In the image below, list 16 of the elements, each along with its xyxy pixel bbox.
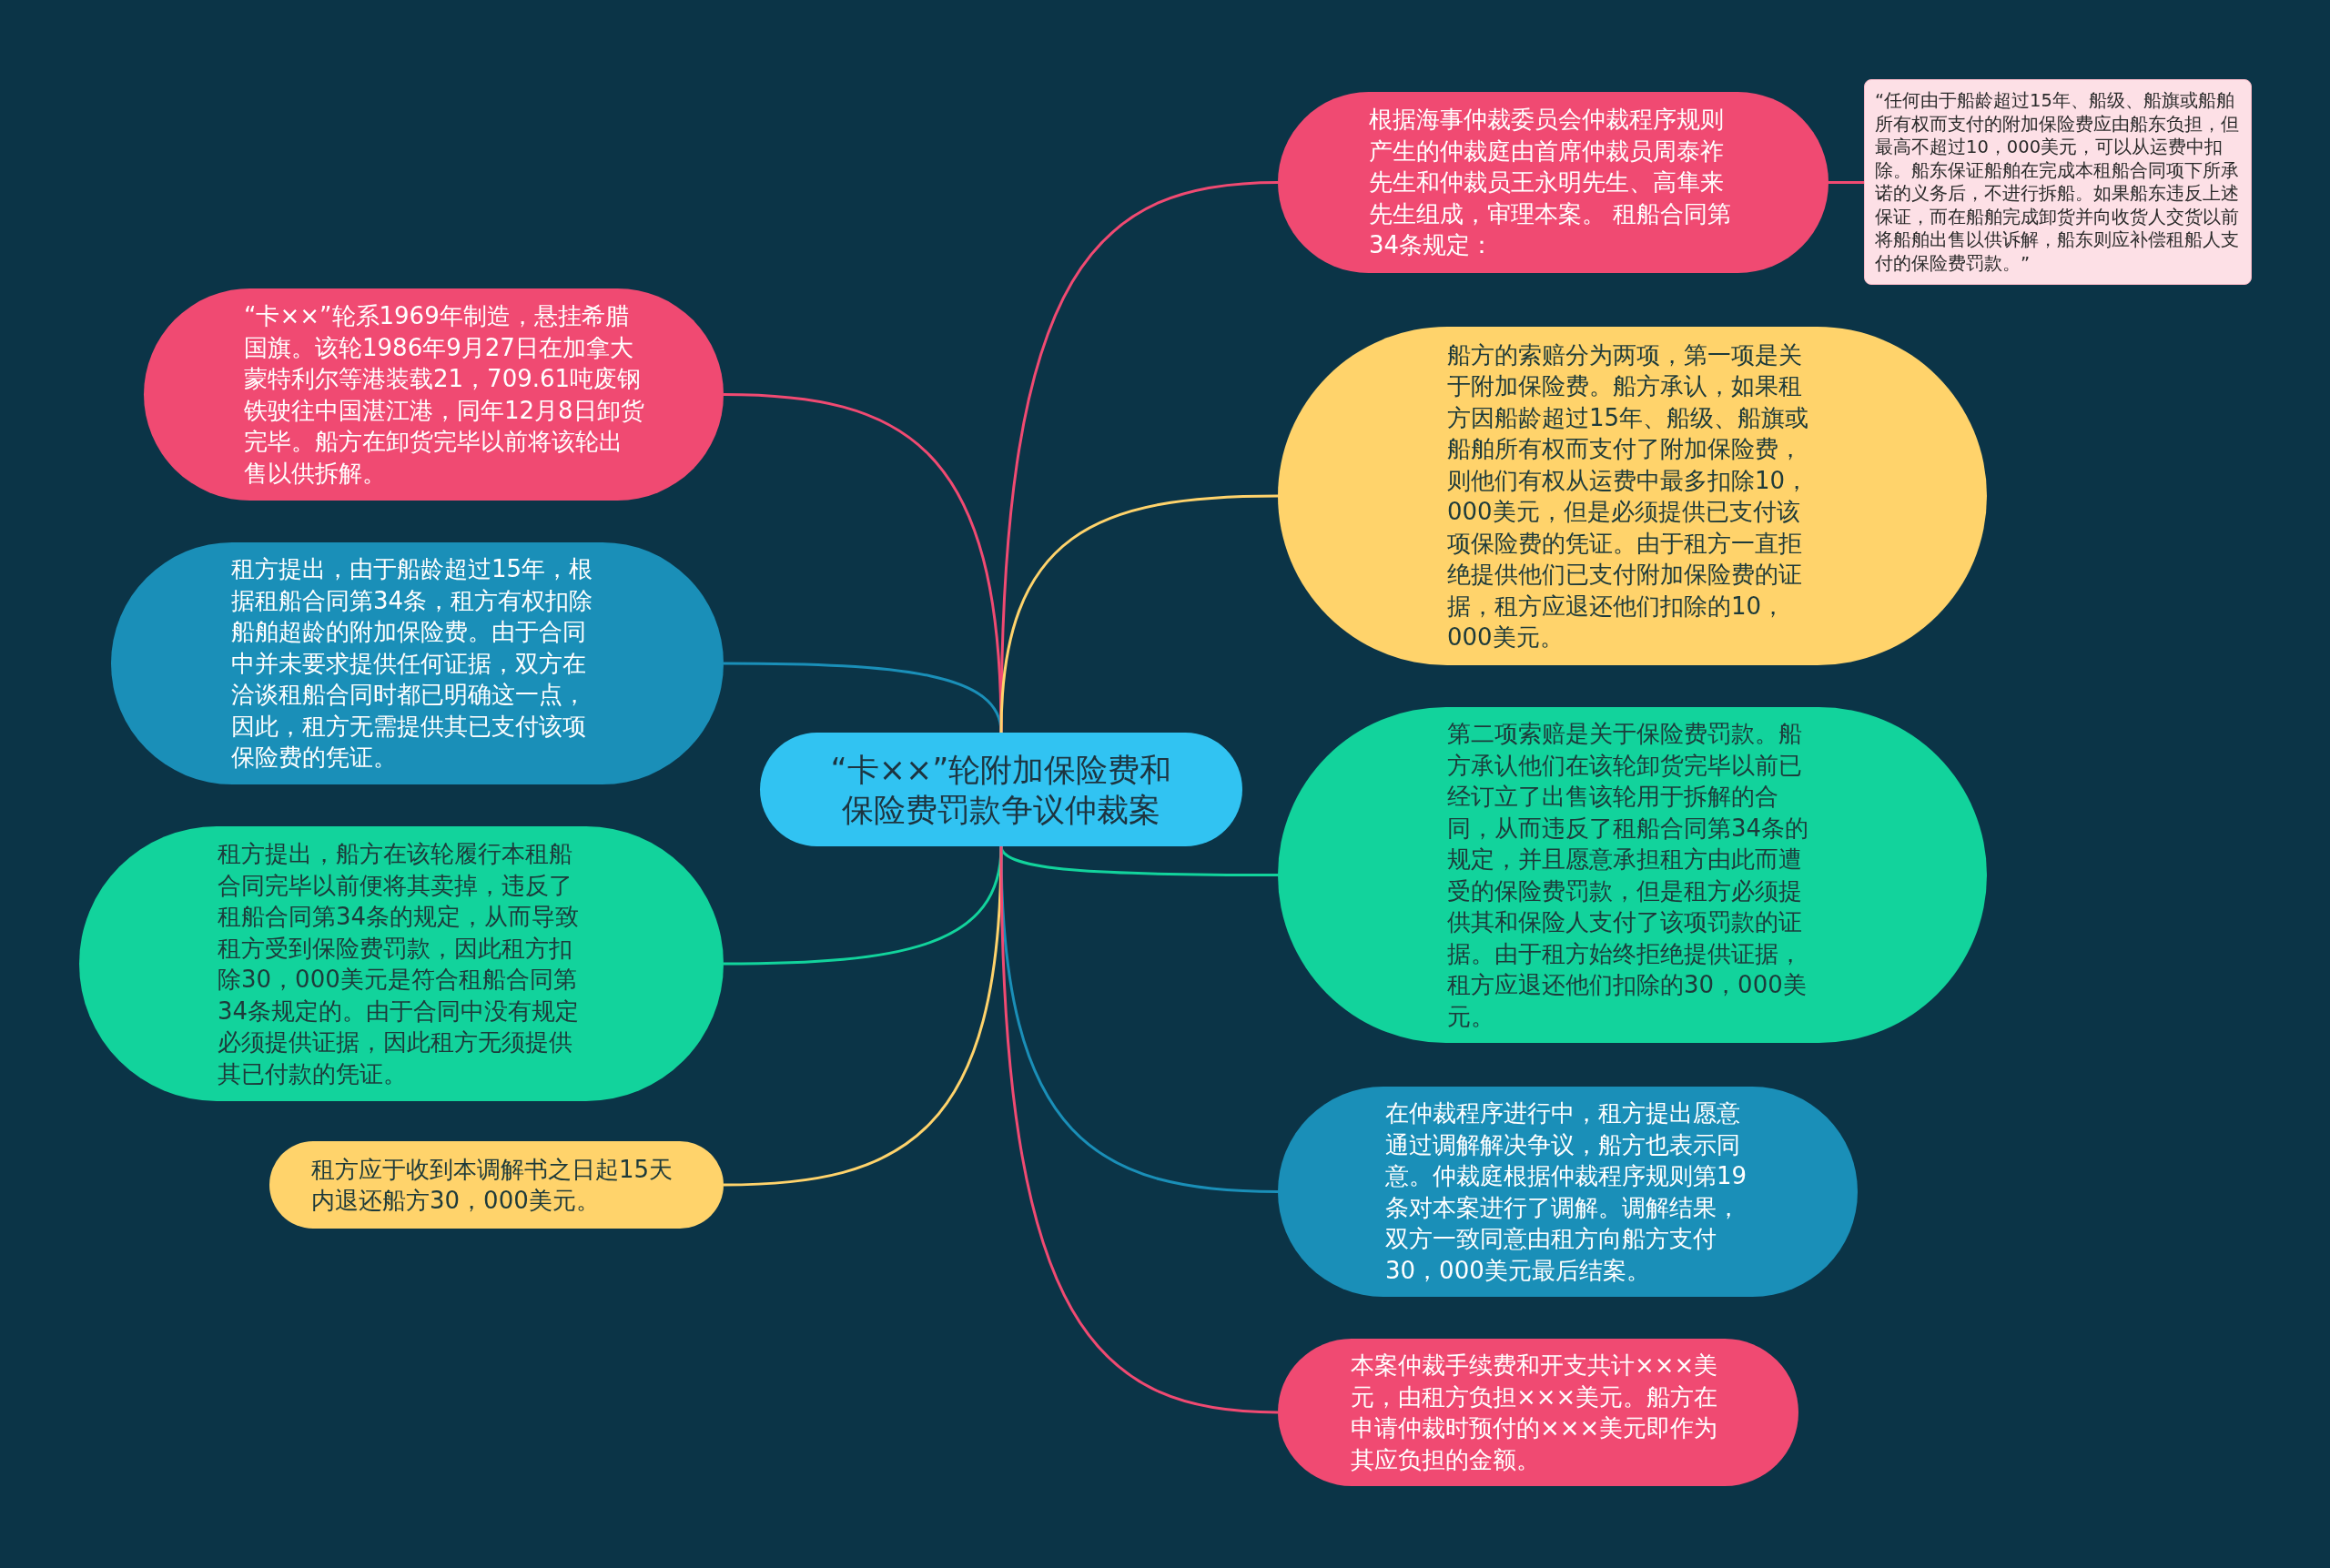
topic-bubble: “卡××”轮系1969年制造，悬挂希腊国旗。该轮1986年9月27日在加拿大蒙特利尔等港装载21，709.61吨废钢铁驶往中国湛江港，同年12月8日卸货完毕。船方在卸货完毕以前将该轮出售以供拆解。 (144, 288, 724, 501)
topic-bubble: 租方提出，由于船龄超过15年，根据租船合同第34条，租方有权扣除船舶超龄的附加保险费。由于合同中并未要求提供任何证据，双方在洽谈租船合同时都已明确这一点，因此，租方无需提供其已支付该项保险费的凭证。 (111, 542, 724, 784)
topic-bubble: 船方的索赔分为两项，第一项是关于附加保险费。船方承认，如果租方因船龄超过15年、船级、船旗或船舶所有权而支付了附加保险费，则他们有权从运费中最多扣除10，000美元，但是必须提供已支付该项保险费的凭证。由于租方一直拒绝提供他们已支付附加保险费的证据，租方应退还他们扣除的10，000美元。 (1278, 327, 1987, 665)
connector-line (723, 845, 1003, 1187)
note-box: “任何由于船龄超过15年、船级、船旗或船舶所有权而支付的附加保险费应由船东负担，但最高不超过10，000美元，可以从运费中扣除。船东保证船舶在完成本租船合同项下所承诺的义务后，不进行拆船。如果船东违反上述保证，而在船舶完成卸货并向收货人交货以前将船舶出售以供诉解，船东则应补偿租船人支付的保险费罚款。” (1864, 79, 2252, 285)
topic-bubble: 在仲裁程序进行中，租方提出愿意通过调解解决争议，船方也表示同意。仲裁庭根据仲裁程序规则第19条对本案进行了调解。调解结果，双方一致同意由租方向船方支付30，000美元最后结案。 (1278, 1087, 1858, 1297)
topic-bubble: 租方提出，船方在该轮履行本租船合同完毕以前便将其卖掉，违反了租船合同第34条的规定，从而导致租方受到保险费罚款，因此租方扣除30，000美元是符合租船合同第34条规定的。由于合同中没有规定必须提供证据，因此租方无须提供其已付款的凭证。 (79, 826, 724, 1101)
topic-bubble: 本案仲裁手续费和开支共计×××美元，由租方负担×××美元。船方在申请仲裁时预付的×××美元即作为其应负担的金额。 (1278, 1339, 1798, 1486)
connector-line (999, 845, 1279, 1414)
connector-line (999, 494, 1279, 733)
topic-bubble: 租方应于收到本调解书之日起15天内退还船方30，000美元。 (269, 1141, 724, 1229)
connector-line (999, 181, 1279, 733)
central-topic: “卡××”轮附加保险费和保险费罚款争议仲裁案 (760, 733, 1242, 846)
topic-bubble: 第二项索赔是关于保险费罚款。船方承认他们在该轮卸货完毕以前已经订立了出售该轮用于拆解的合同，从而违反了租船合同第34条的规定，并且愿意承担租方由此而遭受的保险费罚款，但是租方必须提供其和保险人支付了该项罚款的证据。由于租方始终拒绝提供证据，租方应退还他们扣除的30，000美元。 (1278, 707, 1987, 1043)
connector-line (1829, 181, 1864, 184)
topic-bubble: 根据海事仲裁委员会仲裁程序规则产生的仲裁庭由首席仲裁员周泰祚先生和仲裁员王永明先生、高隼来先生组成，审理本案。 租船合同第34条规定： (1278, 92, 1829, 273)
